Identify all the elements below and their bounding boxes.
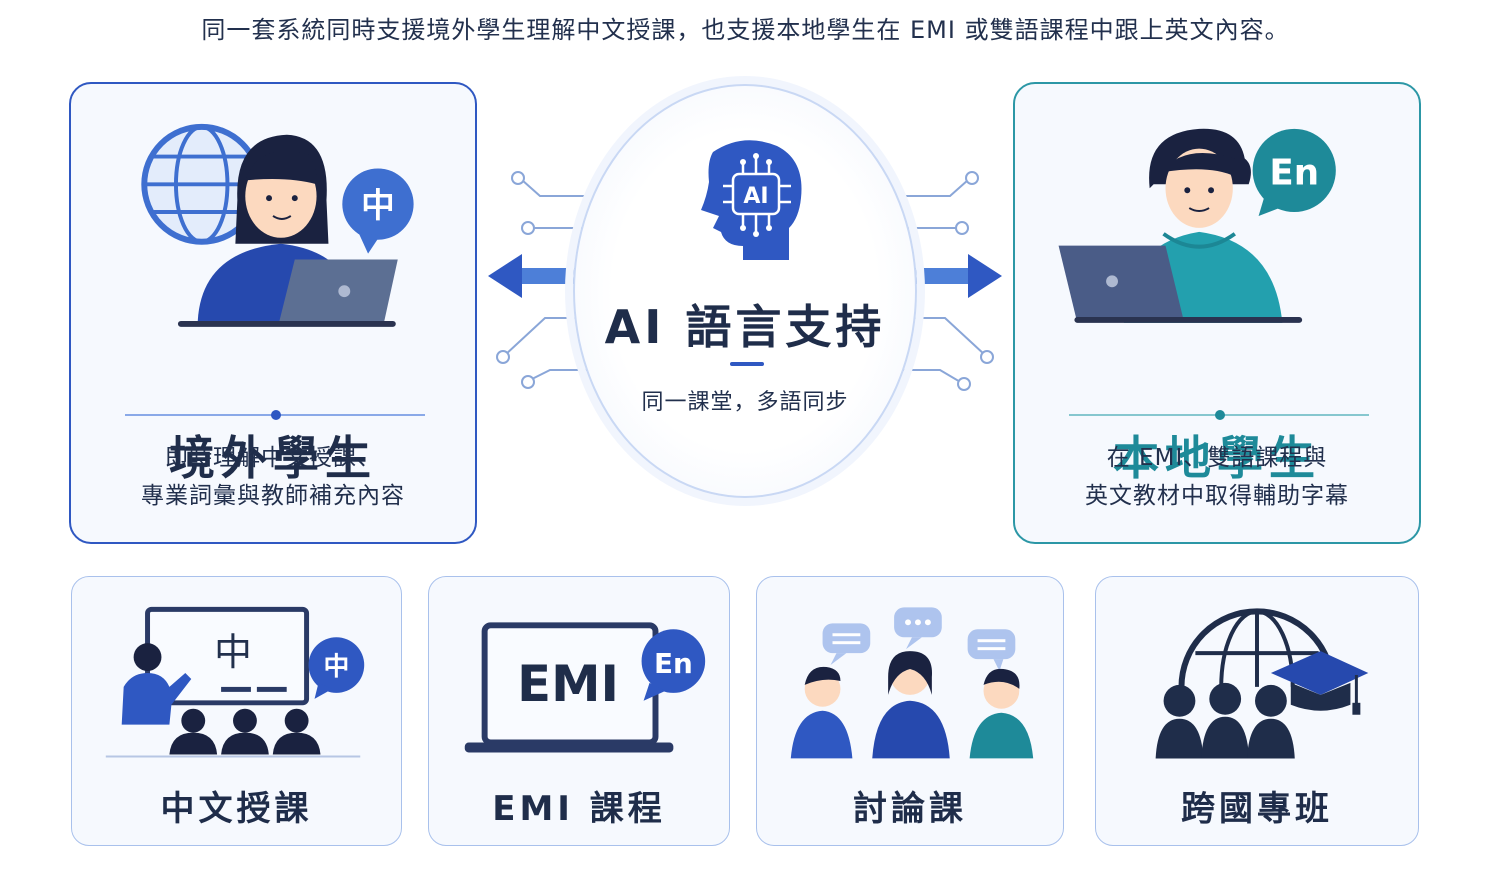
- people-icon: [790, 651, 1034, 759]
- english-speech-bubble-icon: En: [641, 629, 706, 701]
- desc-line-2: 專業詞彙與教師補充內容: [141, 483, 405, 509]
- desc-line-1: 在 EMI、雙語課程與: [1106, 445, 1328, 471]
- bubble-text-zh: 中: [361, 186, 395, 225]
- hub-divider: [730, 362, 764, 366]
- tile-label-emi: EMI 課程: [492, 789, 666, 829]
- card-title-international: 境外學生: [169, 431, 377, 485]
- tile-label-discussion: 討論課: [853, 789, 967, 829]
- ai-brain-icon: AI: [701, 140, 802, 260]
- tile-chinese-instruction: 中 中 中文授課: [71, 576, 402, 846]
- card-description-international: 即時理解中文授課、 專業詞彙與教師補充內容: [71, 439, 475, 515]
- caption: 同一套系統同時支援境外學生理解中文授課，也支援本地學生在 EMI 或雙語課程中跟…: [201, 16, 1290, 44]
- card-international-students: 中 境外學生 即時理解中文授課、 專業詞彙與教師補充內容: [69, 82, 477, 544]
- ai-icon-text: AI: [743, 184, 768, 209]
- tile-label-chinese: 中文授課: [160, 789, 313, 829]
- desc-line-1: 即時理解中文授課、: [165, 445, 381, 471]
- graduation-cap-icon: [1270, 651, 1369, 715]
- left-arrow-icon: [488, 254, 576, 298]
- card-title-local: 本地學生: [1113, 431, 1321, 485]
- bubble-text-en: En: [654, 647, 693, 680]
- discussion-illustration: [790, 607, 1034, 759]
- hub-subtitle: 同一課堂，多語同步: [641, 390, 849, 415]
- card-description-local: 在 EMI、雙語課程與 英文教材中取得輔助字幕: [1015, 439, 1419, 515]
- cross-border-illustration: [1155, 608, 1369, 759]
- ai-hub: AI AI 語言支持 同一課堂，多語同步: [573, 84, 917, 498]
- local-student-illustration: En: [1058, 128, 1336, 323]
- tile-discussion: 討論課: [756, 576, 1064, 846]
- divider-dot: [1215, 410, 1225, 420]
- tile-emi-course: EMI En EMI 課程: [428, 576, 730, 846]
- tile-label-cross-border: 跨國專班: [1181, 789, 1333, 829]
- chat-bubbles-icon: [822, 607, 1016, 672]
- desc-line-2: 英文教材中取得輔助字幕: [1085, 483, 1349, 509]
- chinese-speech-bubble-icon: 中: [308, 637, 365, 699]
- english-speech-bubble-icon: En: [1252, 128, 1336, 216]
- board-text: 中: [214, 630, 252, 674]
- laptop-icon: [177, 259, 398, 327]
- divider-dot: [271, 410, 281, 420]
- laptop-icon: [1058, 245, 1303, 323]
- tile-cross-border: 跨國專班: [1095, 576, 1419, 846]
- international-student-illustration: 中: [141, 123, 414, 327]
- students-icon: [169, 708, 321, 755]
- bubble-text-en: En: [1269, 152, 1319, 193]
- screen-text: EMI: [517, 655, 619, 713]
- chinese-lecture-illustration: 中 中: [105, 606, 365, 758]
- card-local-students: En 本地學生 在 EMI、雙語課程與 英文教材中取得輔助字幕: [1013, 82, 1421, 544]
- teacher-icon: [121, 643, 192, 725]
- hub-title: AI 語言支持: [604, 300, 886, 354]
- right-arrow-icon: [914, 254, 1002, 298]
- bubble-text-zh: 中: [323, 652, 349, 682]
- chinese-speech-bubble-icon: 中: [342, 168, 414, 254]
- laptop-icon: EMI: [464, 622, 674, 753]
- emi-laptop-illustration: EMI En: [464, 622, 706, 753]
- group-icon: [1155, 682, 1295, 759]
